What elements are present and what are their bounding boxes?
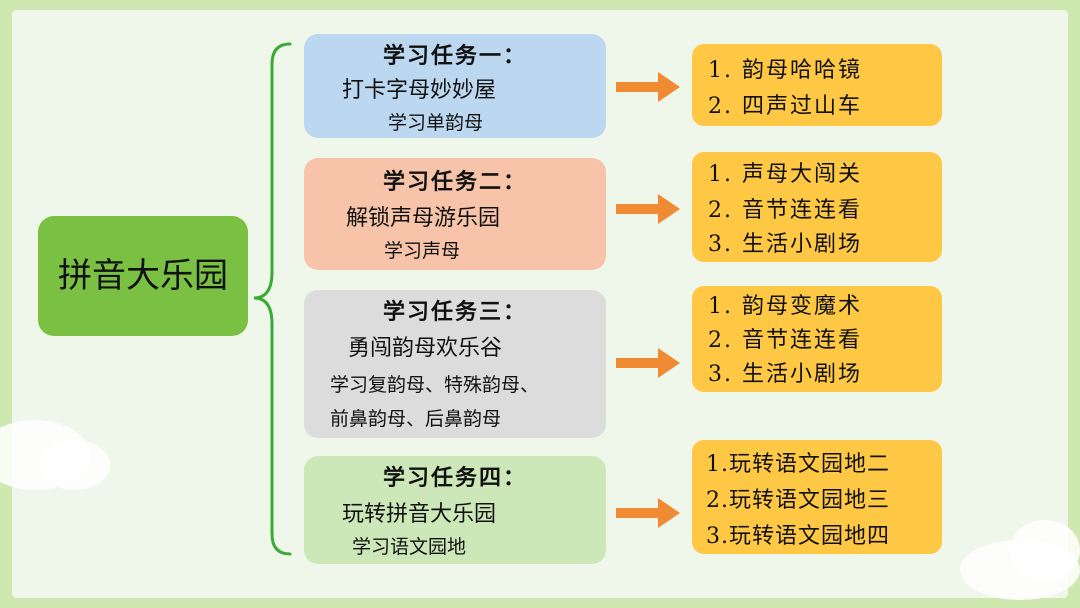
task-title: 学习任务二： bbox=[382, 169, 527, 195]
task-title: 学习任务四： bbox=[382, 465, 527, 491]
task-subtitle: 学习单韵母 bbox=[388, 112, 484, 134]
root-node: 拼音大乐园 bbox=[38, 216, 248, 336]
task-box-1: 学习任务一： 打卡字母妙妙屋 学习单韵母 bbox=[304, 34, 606, 138]
root-label: 拼音大乐园 bbox=[58, 256, 228, 296]
tree-connector bbox=[253, 42, 292, 556]
output-item: 2.玩转语文园地三 bbox=[706, 488, 890, 513]
arrow-icon bbox=[616, 194, 680, 224]
cloud-decoration bbox=[1010, 520, 1080, 580]
task-subtitle: 学习声母 bbox=[384, 240, 461, 262]
cloud-decoration bbox=[40, 440, 110, 490]
output-item: 1. 韵母变魔术 bbox=[708, 294, 862, 319]
output-item: 2. 音节连连看 bbox=[708, 198, 862, 223]
task-title: 学习任务三： bbox=[382, 299, 527, 325]
task-title: 学习任务一： bbox=[382, 43, 527, 69]
output-box-2: 1. 声母大闯关 2. 音节连连看 3. 生活小剧场 bbox=[692, 152, 942, 262]
output-item: 2. 四声过山车 bbox=[708, 94, 862, 119]
output-box-3: 1. 韵母变魔术 2. 音节连连看 3. 生活小剧场 bbox=[692, 286, 942, 392]
output-item: 3. 生活小剧场 bbox=[708, 232, 862, 257]
output-item: 1. 韵母哈哈镜 bbox=[708, 58, 862, 83]
task-subtitle: 前鼻韵母、后鼻韵母 bbox=[330, 408, 502, 430]
task-subtitle: 学习复韵母、特殊韵母、 bbox=[330, 374, 540, 396]
task-name: 勇闯韵母欢乐谷 bbox=[348, 336, 503, 361]
task-name: 玩转拼音大乐园 bbox=[342, 502, 497, 527]
output-item: 3. 生活小剧场 bbox=[708, 362, 862, 387]
task-box-4: 学习任务四： 玩转拼音大乐园 学习语文园地 bbox=[304, 456, 606, 564]
output-box-1: 1. 韵母哈哈镜 2. 四声过山车 bbox=[692, 44, 942, 126]
output-item: 1.玩转语文园地二 bbox=[706, 452, 890, 477]
output-item: 1. 声母大闯关 bbox=[708, 162, 862, 187]
output-item: 2. 音节连连看 bbox=[708, 328, 862, 353]
output-item: 3.玩转语文园地四 bbox=[706, 524, 890, 549]
task-box-3: 学习任务三： 勇闯韵母欢乐谷 学习复韵母、特殊韵母、 前鼻韵母、后鼻韵母 bbox=[304, 290, 606, 438]
task-name: 打卡字母妙妙屋 bbox=[342, 78, 497, 103]
task-subtitle: 学习语文园地 bbox=[352, 536, 467, 558]
arrow-icon bbox=[616, 348, 680, 378]
output-box-4: 1.玩转语文园地二 2.玩转语文园地三 3.玩转语文园地四 bbox=[692, 440, 942, 554]
task-name: 解锁声母游乐园 bbox=[346, 206, 501, 231]
arrow-icon bbox=[616, 498, 680, 528]
task-box-2: 学习任务二： 解锁声母游乐园 学习声母 bbox=[304, 158, 606, 270]
arrow-icon bbox=[616, 72, 680, 102]
